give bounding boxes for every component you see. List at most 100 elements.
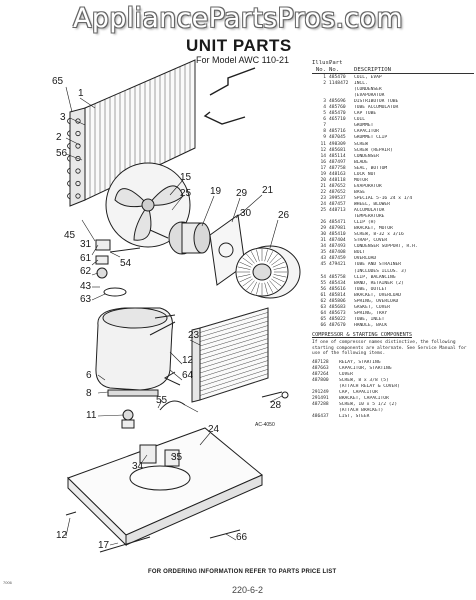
part-description: (ATTACH RELAY & COVER) [339, 383, 400, 389]
part-description: SPECIAL 5-16 24 x 1/4 [354, 195, 413, 201]
part-description: BASE [354, 189, 366, 195]
corner-code: 7006 [3, 580, 12, 585]
callout-30: 30 [240, 208, 252, 219]
watermark: AppliancePartsPros.com [73, 3, 403, 34]
evaporator-coil-drawing [191, 307, 269, 403]
part-number: 485760 [329, 105, 346, 111]
callout-25: 25 [180, 188, 192, 199]
fan-blade-drawing [105, 162, 191, 248]
callout-65: 65 [52, 76, 64, 87]
illus-number: 17 [320, 165, 326, 171]
ordering-footer: FOR ORDERING INFORMATION REFER TO PARTS … [148, 569, 337, 575]
part-number: 485673 [329, 310, 346, 316]
callout-45: 45 [64, 230, 76, 241]
part-description: TUBE, OUTLET [354, 286, 388, 292]
part-description: BLADE [354, 159, 368, 165]
part-number: 487404 [329, 238, 346, 244]
part-description: TEMPERATURE [354, 214, 385, 220]
part-number: 487663 [312, 365, 329, 371]
illus-number: 24 [320, 201, 326, 207]
base-pan-drawing [67, 427, 263, 547]
part-number: 485470 [329, 75, 346, 80]
part-description: SCREW, 8 x 3/8 (5) [339, 377, 389, 383]
illus-number: 35 [320, 250, 326, 256]
part-description: CONDENSER SUPPORT, R.H. [354, 244, 418, 250]
header-no-2: No. [329, 66, 340, 73]
illus-number: 11 [320, 141, 326, 147]
part-number: 487497 [329, 159, 346, 165]
illus-number: 45 [320, 262, 326, 268]
illus-number: 31 [320, 238, 326, 244]
part-description: SEAL, BOTTOM [354, 165, 388, 171]
illus-number: 16 [320, 159, 326, 165]
part-description: LOCK NUT [354, 171, 377, 177]
illus-number: 12 [320, 147, 326, 153]
callout-24: 24 [208, 424, 220, 435]
illus-number: 34 [320, 244, 326, 250]
part-number: 487045 [329, 135, 346, 141]
part-number: 485814 [329, 292, 346, 298]
part-number: 498309 [329, 141, 346, 147]
illus-number: 62 [320, 298, 326, 304]
callout-63: 63 [80, 294, 92, 305]
part-number: 487459 [329, 256, 346, 262]
part-number: 485471 [329, 220, 346, 226]
illus-number: 14 [320, 153, 326, 159]
part-description: CAP, CAPACITOR [339, 389, 378, 395]
illus-number: 19 [320, 171, 326, 177]
part-description: BOLT [354, 250, 366, 256]
part-number: 485616 [329, 286, 346, 292]
illus-number: 9 [323, 135, 326, 141]
callout-6: 6 [86, 370, 92, 381]
part-number: 487264 [312, 371, 329, 377]
header-no-1: No. [315, 66, 326, 73]
illus-number: 29 [320, 226, 326, 232]
callout-17: 17 [98, 540, 110, 551]
part-description: SCREW, 8-32 x 3/16 [354, 232, 404, 238]
part-number: 485716 [329, 129, 346, 135]
header-description: DESCRIPTION [354, 66, 392, 73]
callout-3: 3 [60, 112, 66, 123]
part-number: 485434 [329, 280, 346, 286]
parts-list-header: Illus.Part No.No.DESCRIPTION [312, 60, 474, 74]
part-description: SCREW [354, 141, 368, 147]
part-number: 487288 [312, 401, 329, 407]
part-number: 487758 [329, 165, 346, 171]
part-number: 448163 [329, 171, 346, 177]
part-description: BRACKET, MOTOR [354, 226, 393, 232]
compressor-drawing [95, 307, 176, 397]
illus-number: 30 [320, 232, 326, 238]
condenser-coil-drawing [67, 59, 196, 207]
part-number: 487800 [312, 377, 329, 383]
part-number: 487408 [329, 250, 346, 256]
part-description: COIL, EVAP [354, 75, 382, 80]
part-number: 448713 [329, 208, 346, 214]
blower-wheel-drawing [235, 245, 301, 299]
page-title: UNIT PARTS [186, 36, 292, 55]
illus-number: 23 [320, 195, 326, 201]
table-row: (CONDENSER [312, 87, 474, 93]
header-part: Part [329, 60, 343, 66]
callout-12b: 12 [56, 530, 68, 541]
part-description: BRACKET, OVERLOAD [354, 292, 402, 298]
compressor-title: COMPRESSOR & STARTING COMPONENTS [312, 331, 412, 338]
